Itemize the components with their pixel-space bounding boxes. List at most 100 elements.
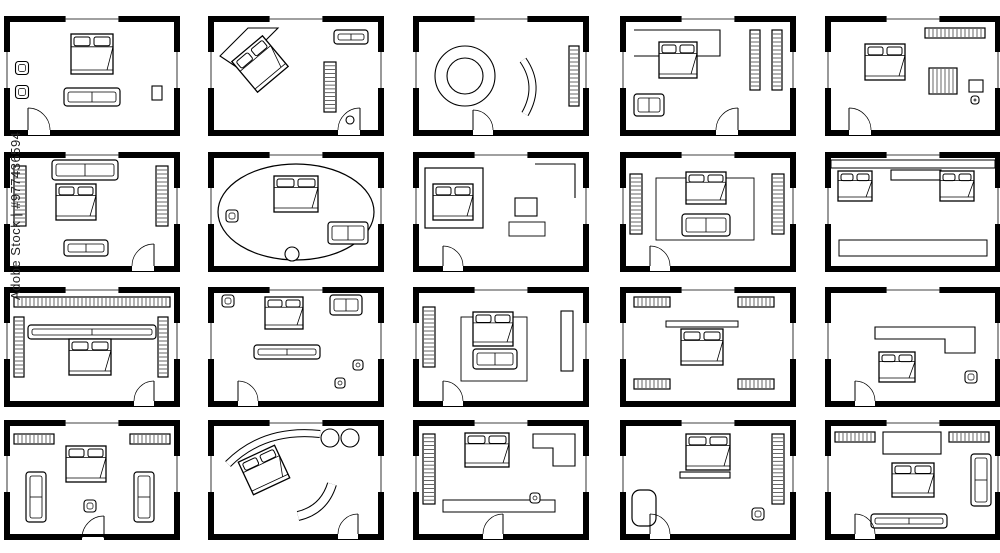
sofa	[870, 513, 948, 529]
room-plan-r1c5	[825, 16, 1000, 136]
room-plan-r4c1	[4, 420, 180, 543]
pillow	[435, 186, 452, 196]
watermark-separator: |	[8, 212, 23, 217]
pillow	[856, 173, 870, 182]
pillow	[894, 465, 912, 474]
double-bed	[68, 338, 112, 376]
door	[81, 515, 105, 543]
armchair	[14, 60, 30, 76]
wardrobe	[422, 433, 436, 505]
pillow	[77, 186, 94, 196]
sofa	[333, 29, 369, 45]
pillow	[688, 436, 707, 446]
room-plan-r3c1	[4, 287, 180, 407]
wardrobe	[834, 431, 876, 443]
pillow	[703, 331, 721, 341]
room-plan-r3c4	[620, 287, 796, 407]
sofa	[633, 93, 665, 117]
wardrobe	[629, 173, 643, 235]
sofa	[681, 213, 731, 237]
sofa	[472, 348, 518, 370]
pillow	[267, 299, 283, 308]
double-bed	[70, 33, 114, 75]
wardrobe	[948, 431, 990, 443]
door	[442, 380, 464, 406]
pillow	[898, 354, 913, 363]
armchair	[970, 95, 980, 105]
wardrobe	[633, 296, 671, 308]
wardrobe	[633, 378, 671, 390]
pillow	[881, 354, 896, 363]
pillow	[679, 44, 695, 54]
pillow	[707, 174, 724, 183]
canopy-frame	[424, 167, 484, 229]
room-plan-r4c2	[208, 420, 384, 540]
wardrobe	[737, 296, 775, 308]
room-plan-r2c4	[620, 152, 796, 272]
armchair	[352, 359, 364, 371]
pillow	[73, 36, 91, 47]
pillow	[886, 46, 903, 56]
room-plan-r3c3	[413, 287, 589, 407]
pillow	[242, 457, 260, 471]
pouf	[340, 428, 360, 448]
room-plan-r2c1	[4, 152, 180, 272]
pillow	[236, 52, 253, 69]
door	[337, 513, 359, 539]
armchair	[751, 507, 765, 521]
double-bed	[55, 183, 97, 221]
door	[237, 380, 259, 406]
tv-console	[838, 239, 988, 257]
sofa	[63, 87, 121, 107]
door	[337, 107, 361, 135]
wardrobe	[749, 29, 761, 91]
pillow	[91, 341, 109, 351]
room-plan-r2c2	[208, 152, 384, 272]
pillow	[467, 435, 486, 444]
pillow	[683, 331, 701, 341]
wardrobe	[568, 45, 580, 107]
room-plan-r2c3	[413, 152, 589, 272]
headboard-wall	[830, 159, 996, 169]
wardrobe	[13, 296, 171, 308]
pillow	[87, 448, 104, 458]
double-bed	[864, 43, 906, 81]
double-bed	[464, 432, 510, 468]
door	[133, 380, 155, 406]
pillow	[488, 435, 507, 444]
room-floor	[419, 293, 583, 401]
wardrobe	[155, 165, 169, 227]
wardrobe	[771, 173, 785, 235]
armchair	[83, 499, 97, 513]
pillow	[958, 173, 972, 182]
room-plan-r1c3	[413, 16, 589, 136]
room-plan-r4c4	[620, 420, 796, 540]
desk	[514, 197, 538, 217]
sofa	[253, 344, 321, 360]
sofa	[63, 239, 109, 257]
room-plan-r1c4	[620, 16, 796, 136]
window	[995, 456, 1000, 492]
pillow	[840, 173, 854, 182]
headboard	[665, 320, 739, 328]
sofa	[27, 324, 157, 340]
pillow	[93, 36, 111, 47]
pillow	[259, 449, 277, 463]
wardrobe	[13, 316, 25, 378]
pillow	[494, 314, 511, 323]
watermark-asset-id: #977436594	[8, 131, 23, 209]
door	[649, 513, 671, 539]
door	[649, 245, 671, 271]
pouf	[320, 428, 340, 448]
pillow	[285, 299, 301, 308]
armchair	[334, 377, 346, 389]
double-bed	[837, 170, 873, 202]
l-desk	[874, 326, 976, 354]
sofa	[329, 294, 363, 316]
pillow	[914, 465, 932, 474]
wardrobe	[13, 433, 55, 445]
round-bed-mattress	[446, 57, 484, 95]
pillow	[867, 46, 884, 56]
double-bed	[939, 170, 975, 202]
bench	[442, 499, 556, 513]
